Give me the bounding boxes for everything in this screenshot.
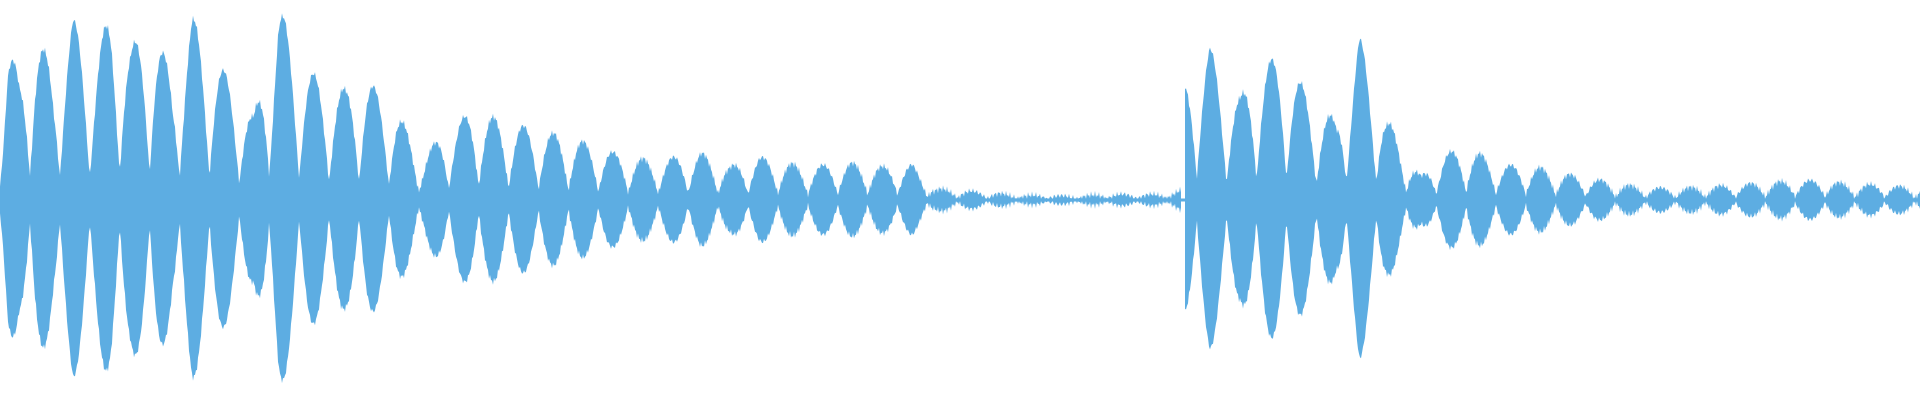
waveform-phrase-1 <box>0 13 1181 384</box>
waveform-phrase-2 <box>1185 38 1920 359</box>
